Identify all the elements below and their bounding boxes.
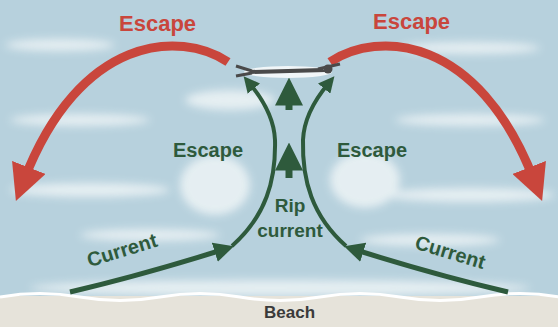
- shoreline: [0, 294, 558, 301]
- escape-label: Escape: [119, 11, 196, 36]
- escape-arrow: [330, 46, 534, 180]
- beach-label: Beach: [264, 303, 315, 323]
- swimmer: [236, 64, 340, 78]
- escape-label: Escape: [373, 9, 450, 34]
- escape-label: Escape: [173, 139, 243, 162]
- rip-current-label: Rip current: [250, 194, 330, 243]
- flow-arrow: [286, 95, 293, 110]
- escape-label: Escape: [337, 139, 407, 162]
- flow-arrow: [286, 160, 293, 178]
- wave-foam: [5, 39, 555, 296]
